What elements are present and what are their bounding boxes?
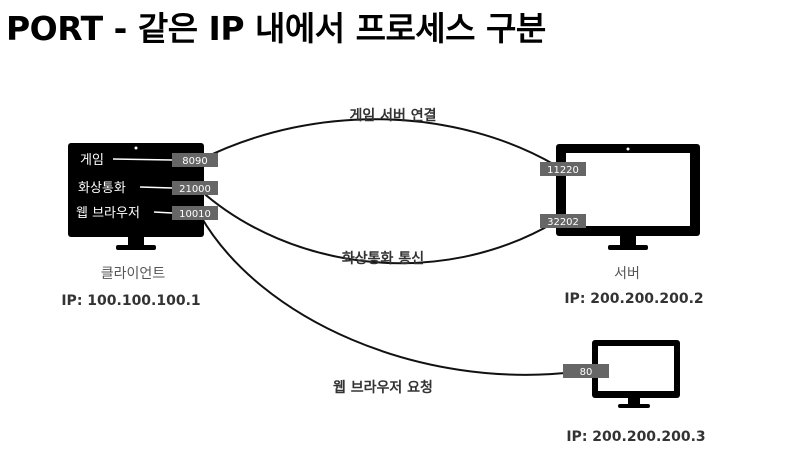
leader-line-web	[153, 211, 173, 214]
video-connection-label: 화상통화 통신	[342, 251, 424, 267]
server1-port-tag-game: 11220	[540, 162, 586, 176]
client-port-tag-web: 10010	[172, 206, 218, 220]
web-connection-label: 웹 브라우저 요청	[333, 380, 433, 396]
server2-monitor-icon	[592, 340, 680, 408]
page-title: PORT - 같은 IP 내에서 프로세스 구분	[6, 9, 546, 48]
server2-ip: IP: 200.200.200.3	[566, 429, 705, 445]
svg-text:32202: 32202	[547, 217, 579, 228]
game-connection-line	[199, 118, 556, 166]
web-connection-line	[199, 214, 576, 376]
server1-port-tag-video: 32202	[540, 214, 586, 228]
client-app-label-game: 게임	[80, 153, 104, 168]
svg-text:80: 80	[580, 367, 593, 378]
client-port-tag-game: 8090	[172, 153, 218, 167]
server1-name: 서버	[614, 266, 640, 282]
client-app-label-video: 화상통화	[78, 181, 126, 196]
client-app-label-web: 웹 브라우저	[76, 206, 140, 221]
client-ip: IP: 100.100.100.1	[61, 293, 200, 309]
game-connection-label: 게임 서버 연결	[349, 107, 436, 124]
svg-text:8090: 8090	[182, 156, 207, 167]
svg-text:21000: 21000	[179, 184, 211, 195]
video-connection-line	[199, 189, 556, 265]
leader-line-video	[139, 186, 173, 189]
server1-ip: IP: 200.200.200.2	[564, 291, 703, 307]
client-port-tag-video: 21000	[172, 181, 218, 195]
leader-line-game	[112, 158, 173, 161]
client-name: 클라이언트	[101, 266, 166, 282]
svg-text:11220: 11220	[547, 165, 579, 176]
svg-text:10010: 10010	[179, 209, 211, 220]
server1-monitor-icon	[556, 144, 700, 250]
server2-port-tag-web: 80	[563, 364, 609, 378]
